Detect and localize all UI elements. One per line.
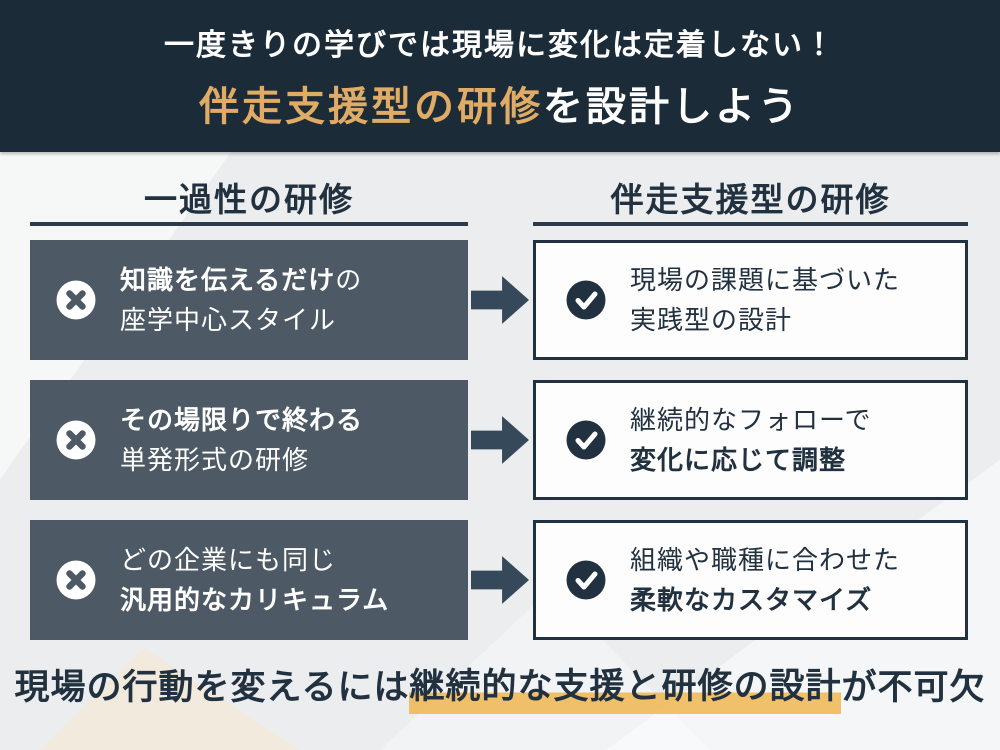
problem-box-1: 知識を伝えるだけの 座学中心スタイル xyxy=(30,240,468,360)
solution-box-2: 継続的なフォローで 変化に応じて調整 xyxy=(533,380,968,500)
title-onetime-training-label: 一過性の研修 xyxy=(144,181,354,218)
title-accompaniment-training-label: 伴走支援型の研修 xyxy=(610,181,891,218)
conclusion-text: 現場の行動を変えるには継続的な支援と研修の設計が不可欠 xyxy=(0,660,1000,716)
comparison-row: その場限りで終わる 単発形式の研修 継続的なフォローで 変化に応じて調整 xyxy=(0,380,1000,500)
arrow-right-icon xyxy=(471,272,529,328)
solution-box-3-text: 組織や職種に合わせた 柔軟なカスタマイズ xyxy=(630,545,901,615)
conclusion-highlight: 継続的な支援と研修の設計 xyxy=(409,662,842,714)
arrow-right-icon xyxy=(471,552,529,608)
solution-box-2-text: 継続的なフォローで 変化に応じて調整 xyxy=(630,405,872,475)
conclusion-pre: 現場の行動を変えるには xyxy=(14,668,410,707)
problem-box-2-text: その場限りで終わる 単発形式の研修 xyxy=(120,405,364,475)
cross-icon xyxy=(56,280,96,320)
solution-box-1: 現場の課題に基づいた 実践型の設計 xyxy=(533,240,968,360)
header-line2: 伴走支援型の研修を設計しよう xyxy=(199,74,801,132)
header-accent-text: 伴走支援型の研修 xyxy=(199,85,543,129)
cross-icon xyxy=(56,420,96,460)
conclusion-post: が不可欠 xyxy=(841,668,986,707)
solution-box-1-text: 現場の課題に基づいた 実践型の設計 xyxy=(630,265,901,335)
comparison-row: どの企業にも同じ 汎用的なカリキュラム 組織や職種に合わせた 柔軟なカスタマイズ xyxy=(0,520,1000,640)
arrow-right-icon xyxy=(471,412,529,468)
cross-icon xyxy=(56,560,96,600)
title-accompaniment-training: 伴走支援型の研修 xyxy=(533,172,968,226)
solution-box-3: 組織や職種に合わせた 柔軟なカスタマイズ xyxy=(533,520,968,640)
problem-box-1-text: 知識を伝えるだけの 座学中心スタイル xyxy=(120,265,363,335)
title-onetime-training: 一過性の研修 xyxy=(30,172,468,226)
check-icon xyxy=(566,420,606,460)
check-icon xyxy=(566,280,606,320)
problem-box-2: その場限りで終わる 単発形式の研修 xyxy=(30,380,468,500)
header-banner: 一度きりの学びでは現場に変化は定着しない！ 伴走支援型の研修を設計しよう xyxy=(0,0,1000,152)
problem-box-3-text: どの企業にも同じ 汎用的なカリキュラム xyxy=(120,545,390,615)
problem-box-3: どの企業にも同じ 汎用的なカリキュラム xyxy=(30,520,468,640)
header-rest-text: を設計しよう xyxy=(543,85,801,129)
comparison-row: 知識を伝えるだけの 座学中心スタイル 現場の課題に基づいた 実践型の設計 xyxy=(0,240,1000,360)
header-line1: 一度きりの学びでは現場に変化は定着しない！ xyxy=(164,29,836,62)
check-icon xyxy=(566,560,606,600)
